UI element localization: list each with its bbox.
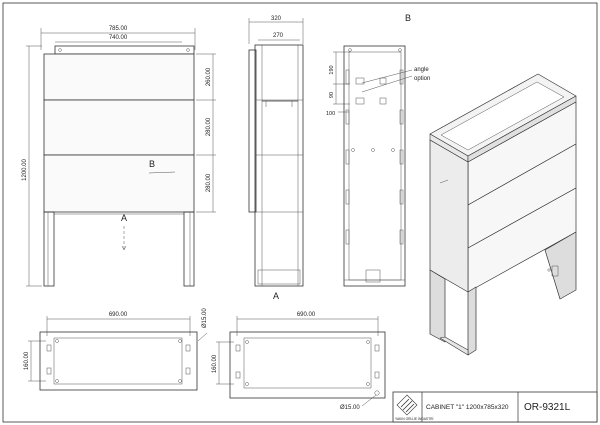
rear-section-title: B bbox=[405, 13, 411, 23]
side-view: 320 270 A bbox=[248, 16, 304, 301]
bottom-left-depth: 160.00 bbox=[24, 351, 30, 370]
isometric-view bbox=[429, 73, 577, 356]
bottom-right-width: 690.00 bbox=[297, 312, 316, 318]
dim-width-outer: 785.00 bbox=[109, 26, 128, 32]
note-option: option bbox=[414, 76, 430, 82]
front-view: 785.00 740.00 B A 260.00 280.00 280.00 bbox=[22, 26, 216, 287]
bottom-right-hole: Ø15.00 bbox=[340, 405, 360, 411]
title-block: YAKIN ORLİJE İNDASTRİ CABINET "1" 1200x7… bbox=[392, 391, 598, 423]
part-number: OR-9321L bbox=[524, 402, 571, 413]
bottom-view-left: 690.00 160.00 Ø15.00 bbox=[24, 308, 208, 391]
company-logo bbox=[396, 394, 418, 416]
dim-total-height: 1200.00 bbox=[22, 159, 28, 181]
bottom-left-hole: Ø15.00 bbox=[202, 308, 208, 328]
bottom-right-depth: 160.00 bbox=[212, 354, 218, 373]
bottom-view-right: 690.00 160.00 Ø15.00 bbox=[212, 312, 386, 411]
dim-panel-height-3: 280.00 bbox=[206, 173, 212, 192]
rear-section-view: B 190 90 bbox=[326, 13, 430, 287]
dim-depth-outer: 320 bbox=[271, 16, 282, 22]
rear-dim-100: 100 bbox=[326, 111, 335, 117]
rear-dim-90: 90 bbox=[329, 92, 335, 98]
bottom-left-width: 690.00 bbox=[109, 312, 128, 318]
drawing-title: CABINET "1" 1200x785x320 bbox=[426, 404, 509, 411]
dim-panel-height-1: 260.00 bbox=[206, 67, 212, 86]
view-marker-a: A bbox=[121, 213, 127, 223]
rear-dim-190: 190 bbox=[329, 65, 335, 74]
view-marker-a-bottom: A bbox=[273, 291, 279, 301]
note-angle: angle bbox=[414, 67, 429, 73]
dim-depth-inner: 270 bbox=[273, 33, 284, 39]
section-marker-b: B bbox=[149, 159, 155, 169]
dim-width-inner: 740.00 bbox=[109, 35, 128, 41]
dim-panel-height-2: 280.00 bbox=[206, 117, 212, 136]
company-name: YAKIN ORLİJE İNDASTRİ bbox=[395, 416, 433, 421]
